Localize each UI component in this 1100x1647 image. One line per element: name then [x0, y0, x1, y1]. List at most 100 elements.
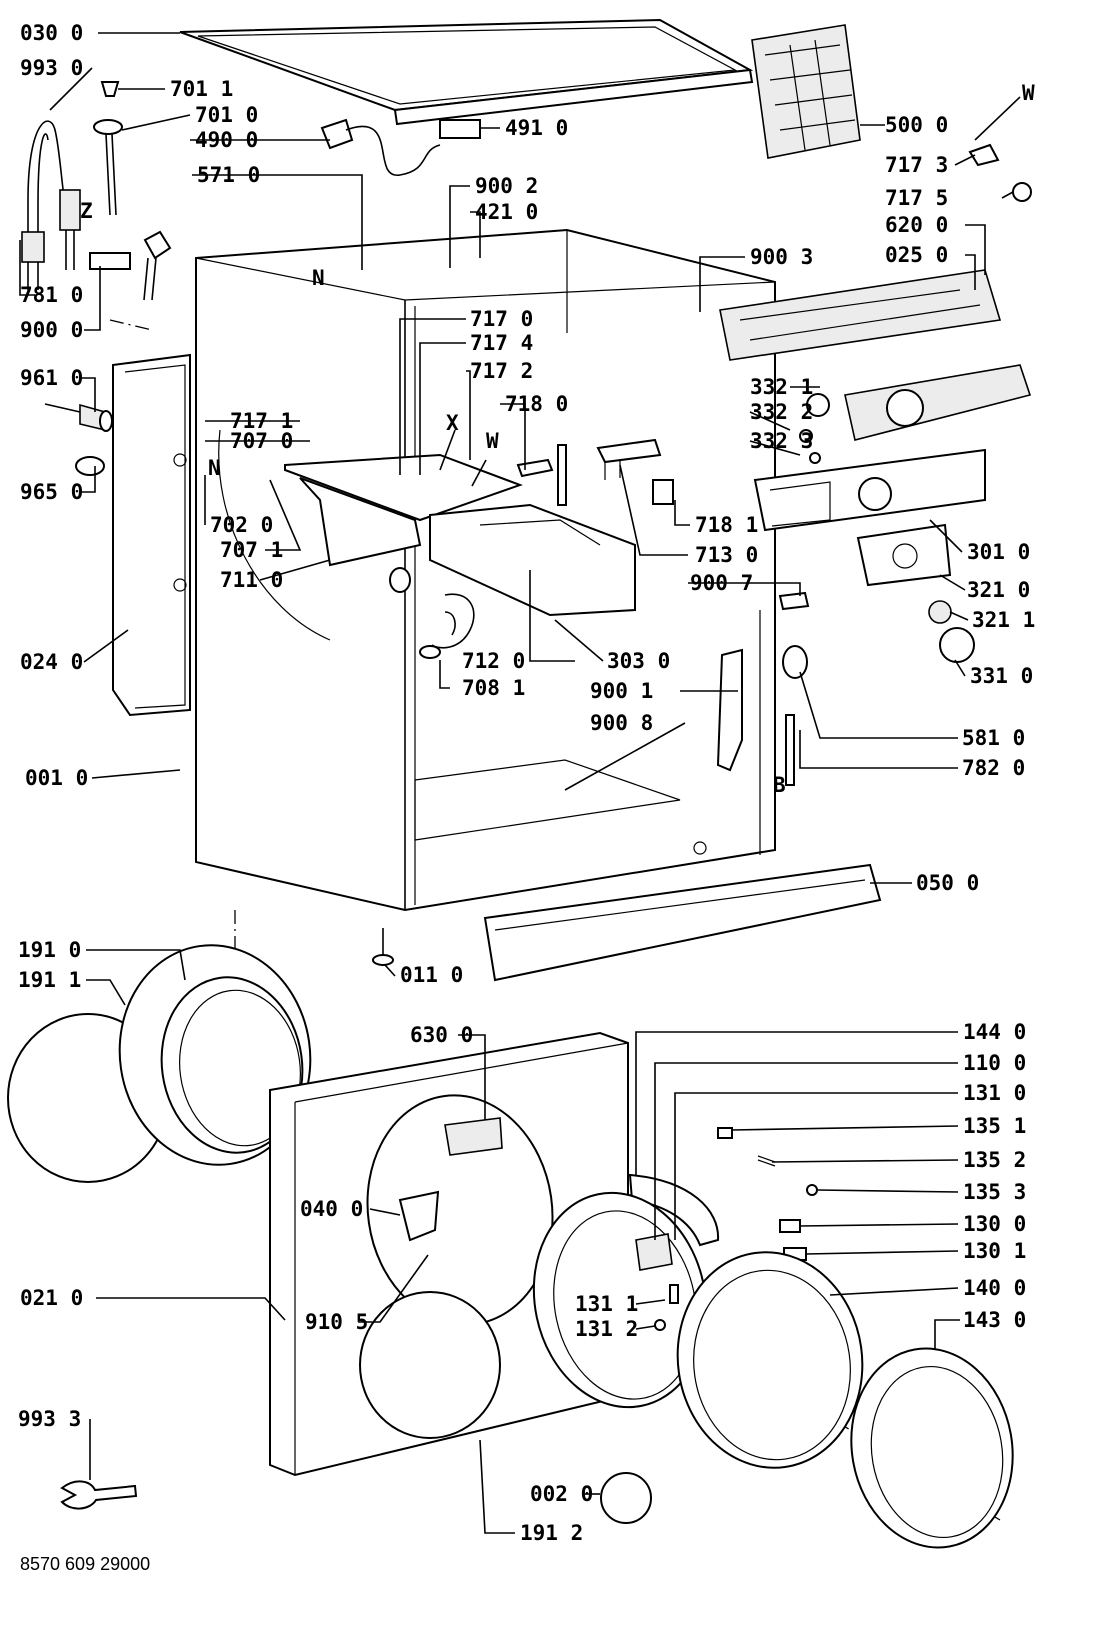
label-331-0: 331 0	[970, 664, 1033, 688]
label-900-1: 900 1	[590, 679, 653, 703]
label-303-0: 303 0	[607, 649, 670, 673]
label-050-0: 050 0	[916, 871, 979, 895]
label-717-3: 717 3	[885, 153, 948, 177]
label-630-0: 630 0	[410, 1023, 473, 1047]
spanner-tool	[60, 1480, 138, 1510]
electronic-module	[751, 24, 861, 159]
label-701-1: 701 1	[170, 77, 233, 101]
door-seal	[7, 944, 312, 1183]
label-332-2: 332 2	[750, 400, 813, 424]
water-valve	[89, 230, 172, 331]
label-500-0: 500 0	[885, 113, 948, 137]
label-130-0: 130 0	[963, 1212, 1026, 1236]
label-191-2: 191 2	[520, 1521, 583, 1545]
label-x: X	[446, 411, 459, 435]
filter-cap	[600, 1472, 652, 1524]
label-144-0: 144 0	[963, 1020, 1026, 1044]
small-clips	[968, 143, 1032, 202]
detergent-dispenser	[284, 453, 636, 617]
label-332-3: 332 3	[750, 429, 813, 453]
label-140-0: 140 0	[963, 1276, 1026, 1300]
label-708-1: 708 1	[462, 676, 525, 700]
label-z: Z	[80, 199, 93, 223]
label-718-0: 718 0	[505, 392, 568, 416]
adjustable-foot	[372, 928, 394, 966]
label-w-top: W	[1022, 81, 1035, 105]
label-001-0: 001 0	[25, 766, 88, 790]
label-131-0: 131 0	[963, 1081, 1026, 1105]
label-143-0: 143 0	[963, 1308, 1026, 1332]
label-024-0: 024 0	[20, 650, 83, 674]
label-581-0: 581 0	[962, 726, 1025, 750]
label-n-mid: N	[208, 456, 221, 480]
label-993-3: 993 3	[18, 1407, 81, 1431]
label-002-0: 002 0	[530, 1482, 593, 1506]
label-961-0: 961 0	[20, 366, 83, 390]
label-421-0: 421 0	[475, 200, 538, 224]
label-131-1: 131 1	[575, 1292, 638, 1316]
door-lock	[444, 1117, 503, 1156]
front-panel	[753, 448, 986, 532]
label-025-0: 025 0	[885, 243, 948, 267]
leader-lines	[19, 32, 1021, 1534]
part-labels: 030 0 993 0 701 1 701 0 490 0 491 0 571 …	[18, 21, 1035, 1545]
label-707-0: 707 0	[230, 429, 293, 453]
label-135-1: 135 1	[963, 1114, 1026, 1138]
label-713-0: 713 0	[695, 543, 758, 567]
bracket-parts	[516, 438, 674, 506]
label-717-0: 717 0	[470, 307, 533, 331]
label-620-0: 620 0	[885, 213, 948, 237]
label-332-1: 332 1	[750, 375, 813, 399]
label-490-0: 490 0	[195, 128, 258, 152]
label-321-1: 321 1	[972, 608, 1035, 632]
label-b: B	[773, 773, 786, 797]
label-718-1: 718 1	[695, 513, 758, 537]
label-910-5: 910 5	[305, 1310, 368, 1334]
plinth	[483, 863, 882, 982]
label-781-0: 781 0	[20, 283, 83, 307]
selector-knobs	[799, 393, 830, 464]
fascia-insert	[856, 523, 952, 587]
label-993-0: 993 0	[20, 56, 83, 80]
pressure-switch	[778, 591, 810, 786]
support-bracket	[716, 648, 743, 772]
front-door-panel	[269, 1031, 629, 1477]
label-900-8: 900 8	[590, 711, 653, 735]
control-panel-body	[844, 364, 1032, 441]
label-011-0: 011 0	[400, 963, 463, 987]
label-130-1: 130 1	[963, 1239, 1026, 1263]
label-321-0: 321 0	[967, 578, 1030, 602]
door-outer-ring	[850, 1347, 1014, 1549]
label-135-3: 135 3	[963, 1180, 1026, 1204]
label-717-1: 717 1	[230, 409, 293, 433]
label-021-0: 021 0	[20, 1286, 83, 1310]
label-702-0: 702 0	[210, 513, 273, 537]
door-handle	[398, 1190, 440, 1242]
label-n-top: N	[312, 266, 325, 290]
label-110-0: 110 0	[963, 1051, 1026, 1075]
label-712-0: 712 0	[462, 649, 525, 673]
label-701-0: 701 0	[195, 103, 258, 127]
door-hinge	[635, 1233, 673, 1271]
label-707-1: 707 1	[220, 538, 283, 562]
label-w-mid: W	[486, 429, 499, 453]
bellows-hose	[419, 593, 475, 659]
label-131-2: 131 2	[575, 1317, 638, 1341]
top-cover	[179, 18, 754, 126]
drawing-number: 8570 609 29000	[20, 1554, 150, 1574]
label-965-0: 965 0	[20, 480, 83, 504]
program-knob	[928, 600, 975, 663]
label-135-2: 135 2	[963, 1148, 1026, 1172]
label-711-0: 711 0	[220, 568, 283, 592]
label-191-1: 191 1	[18, 968, 81, 992]
label-571-0: 571 0	[197, 163, 260, 187]
label-717-2: 717 2	[470, 359, 533, 383]
label-900-3: 900 3	[750, 245, 813, 269]
side-panel	[112, 353, 191, 717]
fastener-parts	[93, 81, 123, 216]
label-717-4: 717 4	[470, 331, 533, 355]
label-782-0: 782 0	[962, 756, 1025, 780]
label-717-5: 717 5	[885, 186, 948, 210]
label-900-7: 900 7	[690, 571, 753, 595]
